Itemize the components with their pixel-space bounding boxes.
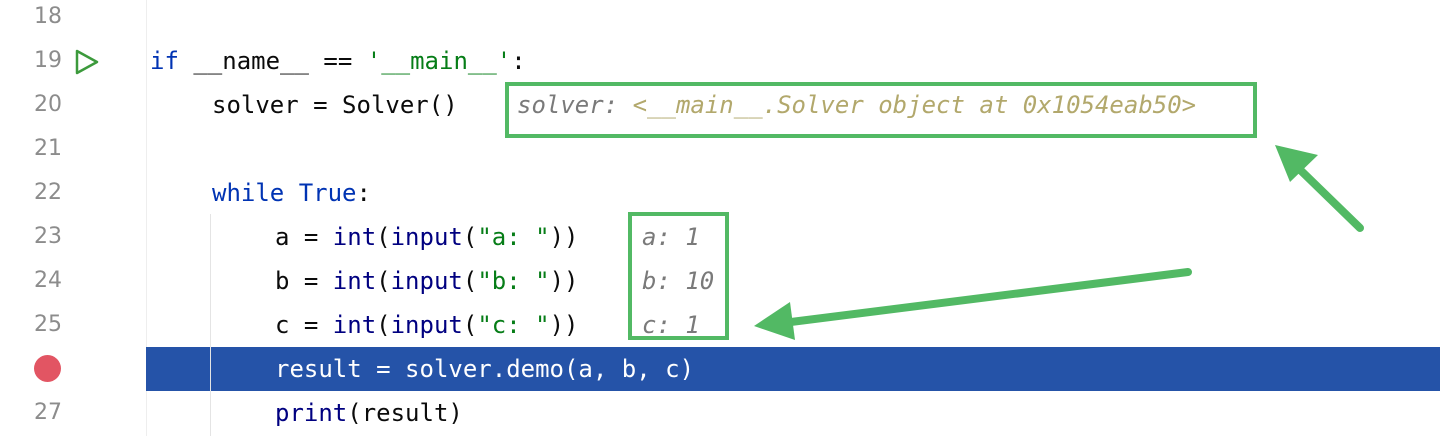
builtin-int: int xyxy=(332,267,377,295)
annotation-box-abc xyxy=(628,212,729,340)
string-literal: "b: " xyxy=(477,267,550,295)
line-number-19: 19 xyxy=(34,48,62,73)
line-number-24: 24 xyxy=(34,268,62,293)
string-literal: '__main__' xyxy=(366,47,512,75)
code-line-26[interactable]: result = solver.demo(a, b, c) xyxy=(275,355,695,383)
code-text: __name__ == xyxy=(178,47,367,75)
inline-value-solver: solver: <__main__.Solver object at 0x105… xyxy=(517,90,1196,120)
code-text: (result) xyxy=(347,399,463,427)
code-text: ( xyxy=(462,223,478,251)
code-line-25[interactable]: c = int(input("c: ")) xyxy=(275,310,578,340)
line-number-22: 22 xyxy=(34,180,62,205)
code-text: a = xyxy=(275,223,333,251)
string-literal: "a: " xyxy=(477,223,550,251)
code-line-19[interactable]: if __name__ == '__main__': xyxy=(150,46,526,76)
code-text xyxy=(284,179,298,207)
code-text: ( xyxy=(462,311,478,339)
line-number-27: 27 xyxy=(34,400,62,425)
builtin-print: print xyxy=(275,399,348,427)
inline-value-text: <__main__.Solver object at 0x1054eab50> xyxy=(632,91,1197,119)
builtin-int: int xyxy=(332,311,377,339)
line-number-25: 25 xyxy=(34,312,62,337)
code-text: b = xyxy=(275,267,333,295)
keyword-while: while xyxy=(212,179,285,207)
gutter-separator xyxy=(146,0,147,436)
arrow-to-abc-hints xyxy=(754,268,1192,340)
code-text: ( xyxy=(462,267,478,295)
code-text: )) xyxy=(549,311,579,339)
inline-value-c: c: 1 xyxy=(642,311,700,339)
editor-gutter xyxy=(0,0,146,436)
annotation-box-solver xyxy=(505,82,1257,138)
builtin-input: input xyxy=(390,311,463,339)
builtin-input: input xyxy=(390,223,463,251)
string-literal: "c: " xyxy=(477,311,550,339)
code-line-27[interactable]: print(result) xyxy=(275,398,463,428)
indent-guide xyxy=(210,214,211,436)
code-line-22[interactable]: while True: xyxy=(212,178,371,208)
keyword-if: if xyxy=(150,47,179,75)
code-text: : xyxy=(356,179,371,207)
line-number-20: 20 xyxy=(34,92,62,117)
builtin-int: int xyxy=(332,223,377,251)
code-text: ( xyxy=(376,223,391,251)
line-number-23: 23 xyxy=(34,224,62,249)
run-icon[interactable] xyxy=(74,48,100,76)
inline-value-a: a: 1 xyxy=(642,223,700,251)
keyword-true: True xyxy=(298,179,357,207)
code-text: : xyxy=(511,47,526,75)
code-text: )) xyxy=(549,223,579,251)
code-text: )) xyxy=(549,267,579,295)
inline-value-name: solver: xyxy=(517,91,633,119)
code-text: ( xyxy=(376,267,391,295)
breakpoint-icon[interactable] xyxy=(34,355,61,382)
line-number-18: 18 xyxy=(34,4,62,29)
code-line-20[interactable]: solver = Solver() xyxy=(212,91,458,119)
code-line-24[interactable]: b = int(input("b: ")) xyxy=(275,266,578,296)
code-text: ( xyxy=(376,311,391,339)
arrow-to-solver-hint xyxy=(1275,145,1364,232)
builtin-input: input xyxy=(390,267,463,295)
code-text: c = xyxy=(275,311,333,339)
current-execution-line xyxy=(146,347,1440,391)
inline-value-b: b: 10 xyxy=(642,267,715,295)
code-line-23[interactable]: a = int(input("a: ")) xyxy=(275,222,578,252)
line-number-21: 21 xyxy=(34,136,62,161)
